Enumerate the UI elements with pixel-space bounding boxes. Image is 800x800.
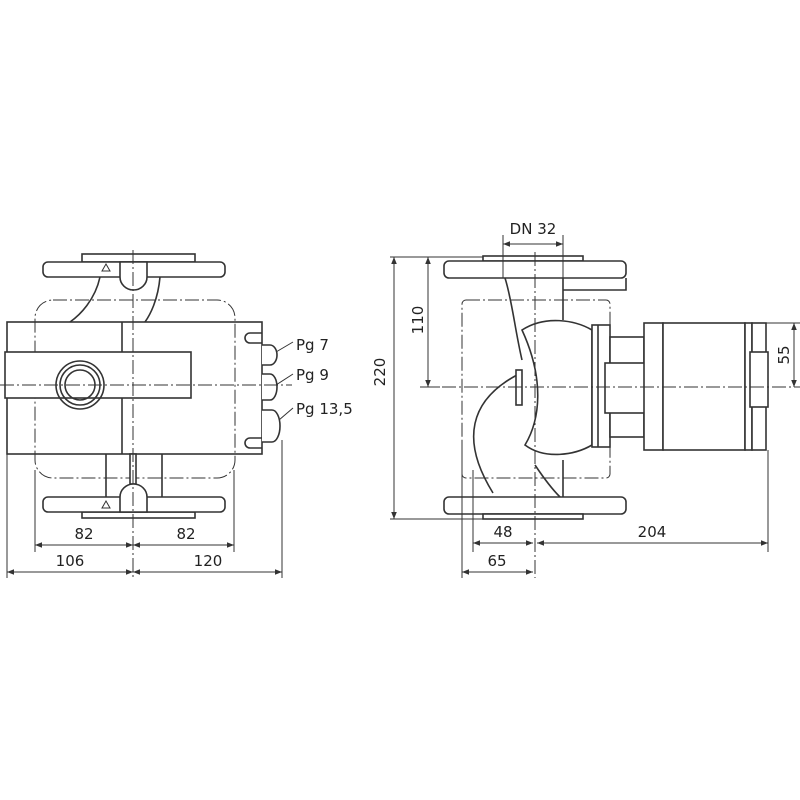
dim-82-right: 82 [176,525,195,543]
dim-106: 106 [56,552,85,570]
label-pg13-5: Pg 13,5 [296,400,353,418]
top-pipe [69,276,161,323]
cable-clip-bottom [244,437,262,449]
label-pg9: Pg 9 [296,366,329,384]
cable-clip-top [244,332,262,344]
dim-120: 120 [194,552,223,570]
bottom-flange-strip [81,511,196,519]
label-pg7: Pg 7 [296,336,329,354]
flow-triangle-icon-bottom [101,499,111,509]
dim-dn32: DN 32 [510,220,557,238]
dim-220: 220 [371,358,389,387]
gland-pg13 [262,409,281,443]
dim-204: 204 [638,523,667,541]
bottom-pipe [105,454,163,497]
gland-pg9 [262,373,278,401]
dim-110: 110 [409,306,427,335]
flow-triangle-icon [101,262,111,272]
front-view: Pg 7 Pg 9 Pg 13,5 82 82 106 120 [0,250,353,578]
dim-48: 48 [493,523,512,541]
dim-65: 65 [487,552,506,570]
dim-55: 55 [775,345,793,364]
top-flange-strip [81,253,196,263]
dim-82-left: 82 [74,525,93,543]
side-view: DN 32 220 110 55 48 204 65 [371,220,800,578]
gland-pg7 [262,344,278,366]
